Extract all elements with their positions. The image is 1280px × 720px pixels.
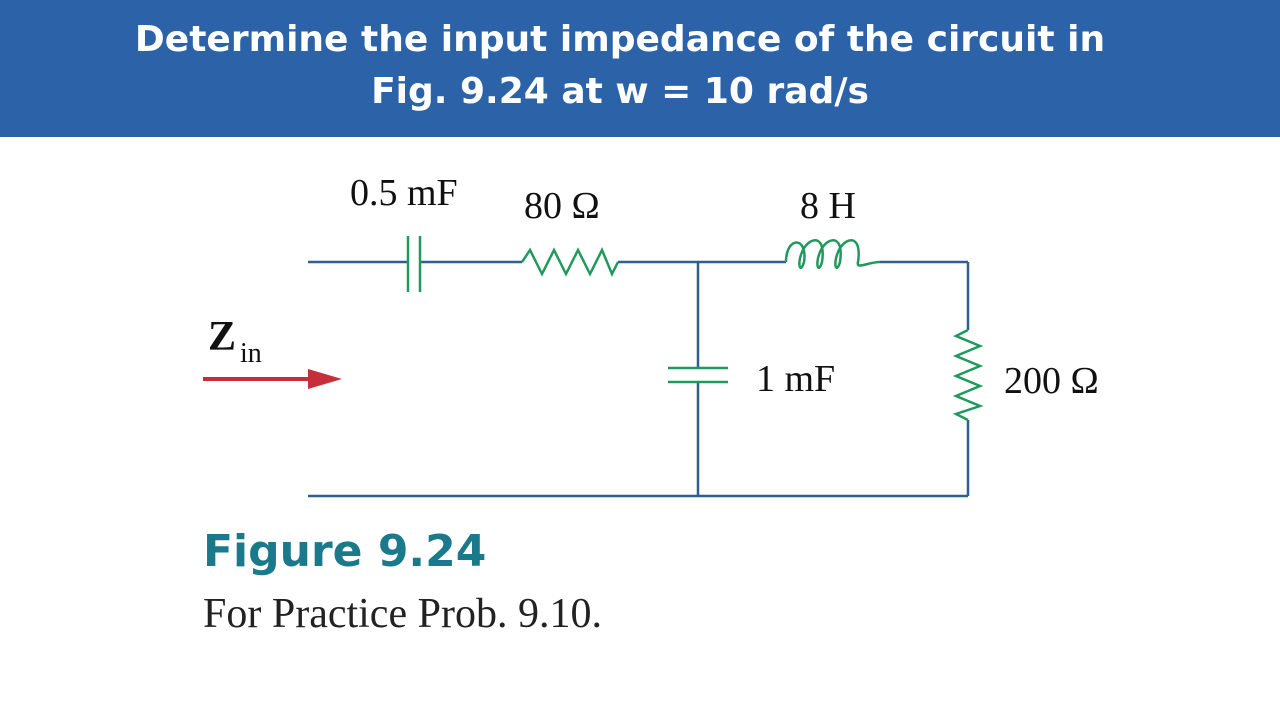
figure-caption: For Practice Prob. 9.10.: [203, 591, 602, 637]
inductor-8H: [784, 239, 881, 269]
question-line-1: Determine the input impedance of the cir…: [134, 19, 1106, 60]
resistor-80ohm: [520, 246, 620, 278]
question-banner: Determine the input impedance of the cir…: [0, 0, 1280, 137]
capacitor-0.5mF: [406, 236, 422, 292]
label-zin-subscript: in: [240, 338, 262, 369]
label-r2: 200 Ω: [1004, 360, 1099, 402]
figure-title: Figure 9.24: [203, 526, 487, 577]
wires: [308, 260, 970, 498]
question-line-2: Fig. 9.24 at w = 10 rad/s: [371, 71, 869, 112]
capacitor-1mF: [668, 366, 728, 384]
label-c2: 1 mF: [756, 358, 835, 400]
label-r1: 80 Ω: [524, 185, 600, 227]
label-zin: Z: [208, 314, 236, 360]
label-c1: 0.5 mF: [350, 172, 458, 214]
zin-arrow: [203, 369, 342, 389]
label-l1: 8 H: [800, 185, 856, 227]
resistor-200ohm: [952, 328, 984, 422]
